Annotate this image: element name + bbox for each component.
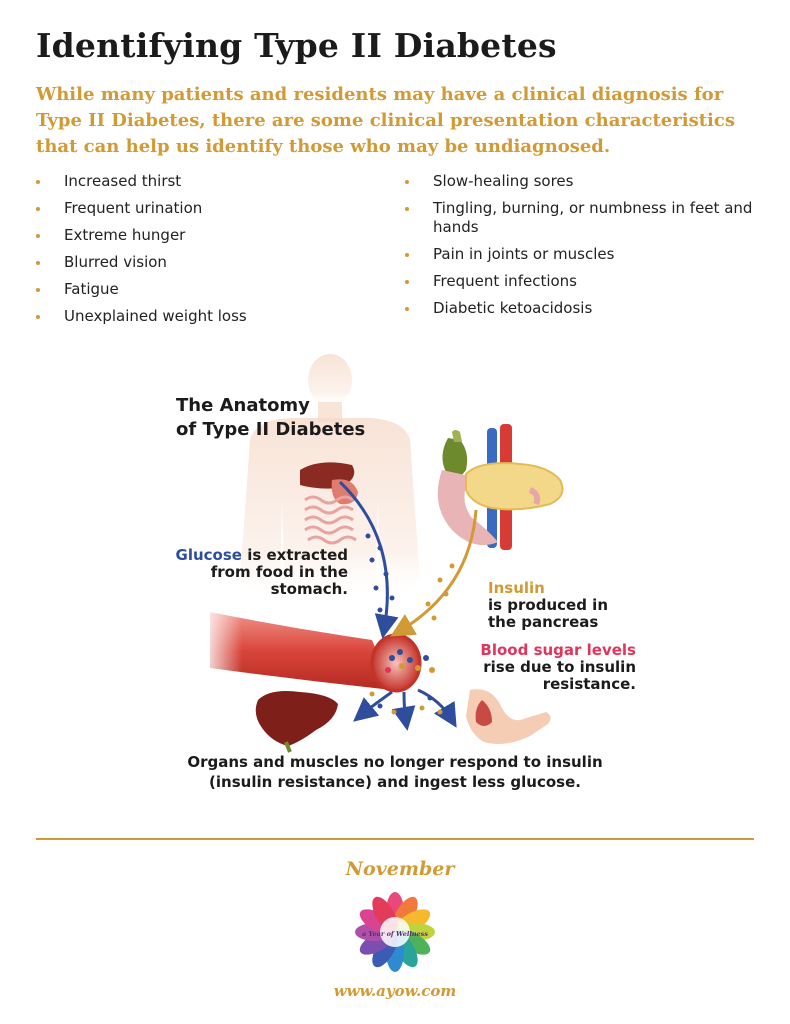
symptom-list-left: Increased thirst Frequent urination Extr… bbox=[36, 172, 366, 334]
month-label: November bbox=[345, 858, 455, 880]
insulin-resistance-caption: Organs and muscles no longer respond to … bbox=[187, 753, 603, 791]
insulin-caption-text: is produced in the pancreas bbox=[488, 596, 608, 631]
glucose-caption: Glucose is extracted from food in the st… bbox=[170, 547, 348, 598]
blood-sugar-caption-text: rise due to insulin resistance. bbox=[483, 658, 636, 693]
blood-vessel-icon bbox=[200, 600, 422, 700]
arm-muscle-icon bbox=[466, 689, 551, 744]
human-body-icon bbox=[240, 354, 420, 600]
website-link[interactable]: www.ayow.com bbox=[333, 982, 457, 1000]
insulin-caption: Insulin is produced in the pancreas bbox=[488, 580, 638, 631]
pancreas-icon bbox=[437, 424, 564, 550]
list-item: Blurred vision bbox=[36, 253, 366, 272]
list-item: Diabetic ketoacidosis bbox=[405, 299, 765, 318]
list-item: Tingling, burning, or numbness in feet a… bbox=[405, 199, 765, 237]
list-item: Fatigue bbox=[36, 280, 366, 299]
list-item: Frequent urination bbox=[36, 199, 366, 218]
insulin-keyword: Insulin bbox=[488, 579, 545, 597]
list-item: Slow-healing sores bbox=[405, 172, 765, 191]
glucose-caption-text: is extracted from food in the stomach. bbox=[210, 546, 348, 598]
anatomy-title-line: The Anatomy bbox=[176, 395, 310, 416]
blood-sugar-keyword: Blood sugar levels bbox=[480, 641, 636, 659]
page-title: Identifying Type II Diabetes bbox=[36, 26, 557, 65]
symptom-list-right: Slow-healing sores Tingling, burning, or… bbox=[405, 172, 765, 326]
intro-paragraph: While many patients and residents may ha… bbox=[36, 84, 735, 157]
flower-logo-icon: a Year of Wellness bbox=[355, 892, 435, 972]
footer-divider bbox=[36, 838, 754, 840]
list-item: Increased thirst bbox=[36, 172, 366, 191]
list-item: Frequent infections bbox=[405, 272, 765, 291]
anatomy-title: The Anatomy of Type II Diabetes bbox=[176, 394, 365, 442]
list-item: Unexplained weight loss bbox=[36, 307, 366, 326]
blood-sugar-caption: Blood sugar levels rise due to insulin r… bbox=[446, 642, 636, 693]
liver-icon bbox=[255, 691, 338, 753]
list-item: Extreme hunger bbox=[36, 226, 366, 245]
anatomy-title-line: of Type II Diabetes bbox=[176, 419, 366, 440]
logo-text: a Year of Wellness bbox=[362, 930, 428, 938]
glucose-keyword: Glucose bbox=[175, 546, 242, 564]
list-item: Pain in joints or muscles bbox=[405, 245, 765, 264]
